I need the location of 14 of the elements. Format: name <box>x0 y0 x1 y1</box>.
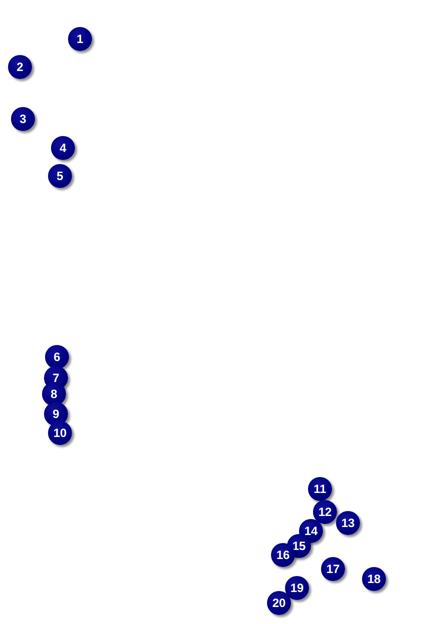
callout-number: 12 <box>313 500 337 524</box>
callout-number: 11 <box>308 477 332 501</box>
callout-number: 17 <box>321 557 345 581</box>
callout-number: 4 <box>51 136 75 160</box>
callout-number: 19 <box>285 576 309 600</box>
callout-number: 13 <box>336 511 360 535</box>
callout-number: 10 <box>48 421 72 445</box>
callout-number: 3 <box>11 107 35 131</box>
callout-number: 2 <box>8 55 32 79</box>
callout-number: 5 <box>48 164 72 188</box>
callout-number: 6 <box>45 345 69 369</box>
callout-number: 20 <box>267 591 291 615</box>
callout-number: 1 <box>68 27 92 51</box>
callout-number: 18 <box>362 567 386 591</box>
